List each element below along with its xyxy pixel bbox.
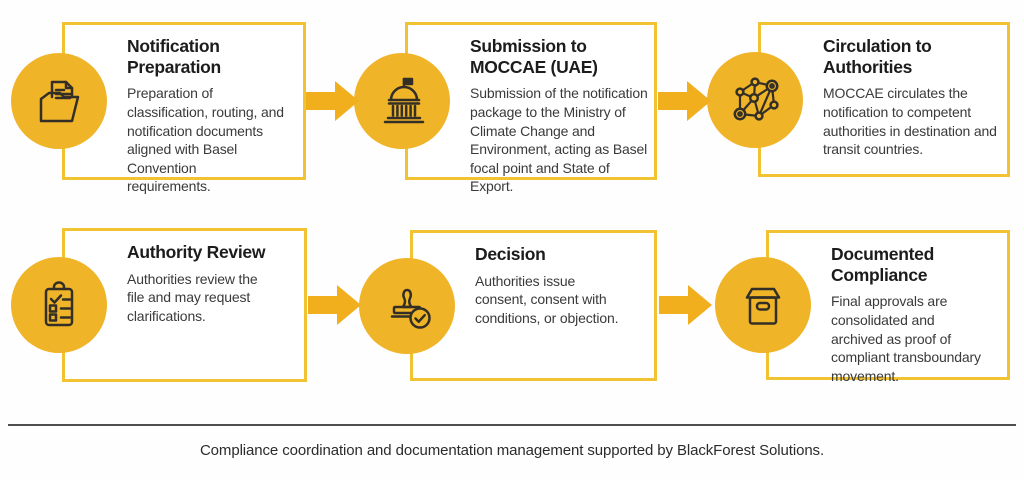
step-description: Authorities issue consent, consent with … — [475, 272, 619, 326]
flow-arrow-right-icon — [306, 81, 359, 121]
step-icon-circle — [11, 53, 107, 149]
step-icon-circle — [11, 257, 107, 353]
step-card-submission-moccae: Submission to MOCCAE (UAE) Submission of… — [354, 22, 657, 194]
step-card-authority-review: Authority Review Authorities review the … — [11, 228, 307, 382]
step-description: MOCCAE circulates the notification to co… — [823, 85, 997, 158]
step-box: Notification Preparation Preparation of … — [62, 22, 306, 194]
step-title: Submission to MOCCAE (UAE) — [470, 36, 598, 77]
government-building-icon — [383, 77, 425, 124]
flow-arrow-right-icon — [658, 81, 711, 121]
step-title: Decision — [475, 244, 546, 264]
folder-documents-icon — [39, 80, 80, 123]
step-icon-circle — [354, 53, 450, 149]
step-card-decision: Decision Authorities issue consent, cons… — [359, 230, 657, 381]
step-title: Circulation to Authorities — [823, 36, 932, 77]
step-description: Submission of the notification package t… — [470, 85, 648, 195]
step-card-circulation-authorities: Circulation to Authorities MOCCAE circul… — [707, 22, 1010, 177]
flow-arrow-right-icon — [659, 285, 712, 325]
step-title: Authority Review — [127, 242, 266, 262]
step-title: Documented Compliance — [831, 244, 934, 285]
archive-box-icon — [745, 287, 781, 325]
stamp-check-icon — [390, 288, 431, 329]
step-icon-circle — [359, 257, 455, 354]
footer-caption: Compliance coordination and documentatio… — [199, 442, 825, 459]
flow-arrow-right-icon — [308, 285, 361, 325]
step-description: Preparation of classification, routing, … — [127, 85, 284, 195]
step-box: Authority Review Authorities review the … — [62, 228, 307, 382]
step-description: Authorities review the file and may requ… — [127, 270, 258, 324]
step-icon-circle — [715, 257, 811, 353]
clipboard-checklist-icon — [44, 281, 74, 327]
footer-divider — [8, 424, 1016, 426]
network-nodes-icon — [733, 76, 779, 121]
step-description: Final approvals are consolidated and arc… — [831, 293, 981, 384]
step-icon-circle — [707, 51, 803, 148]
step-card-notification-preparation: Notification Preparation Preparation of … — [11, 22, 306, 194]
step-card-documented-compliance: Documented Compliance Final approvals ar… — [715, 230, 1010, 384]
step-title: Notification Preparation — [127, 36, 221, 77]
